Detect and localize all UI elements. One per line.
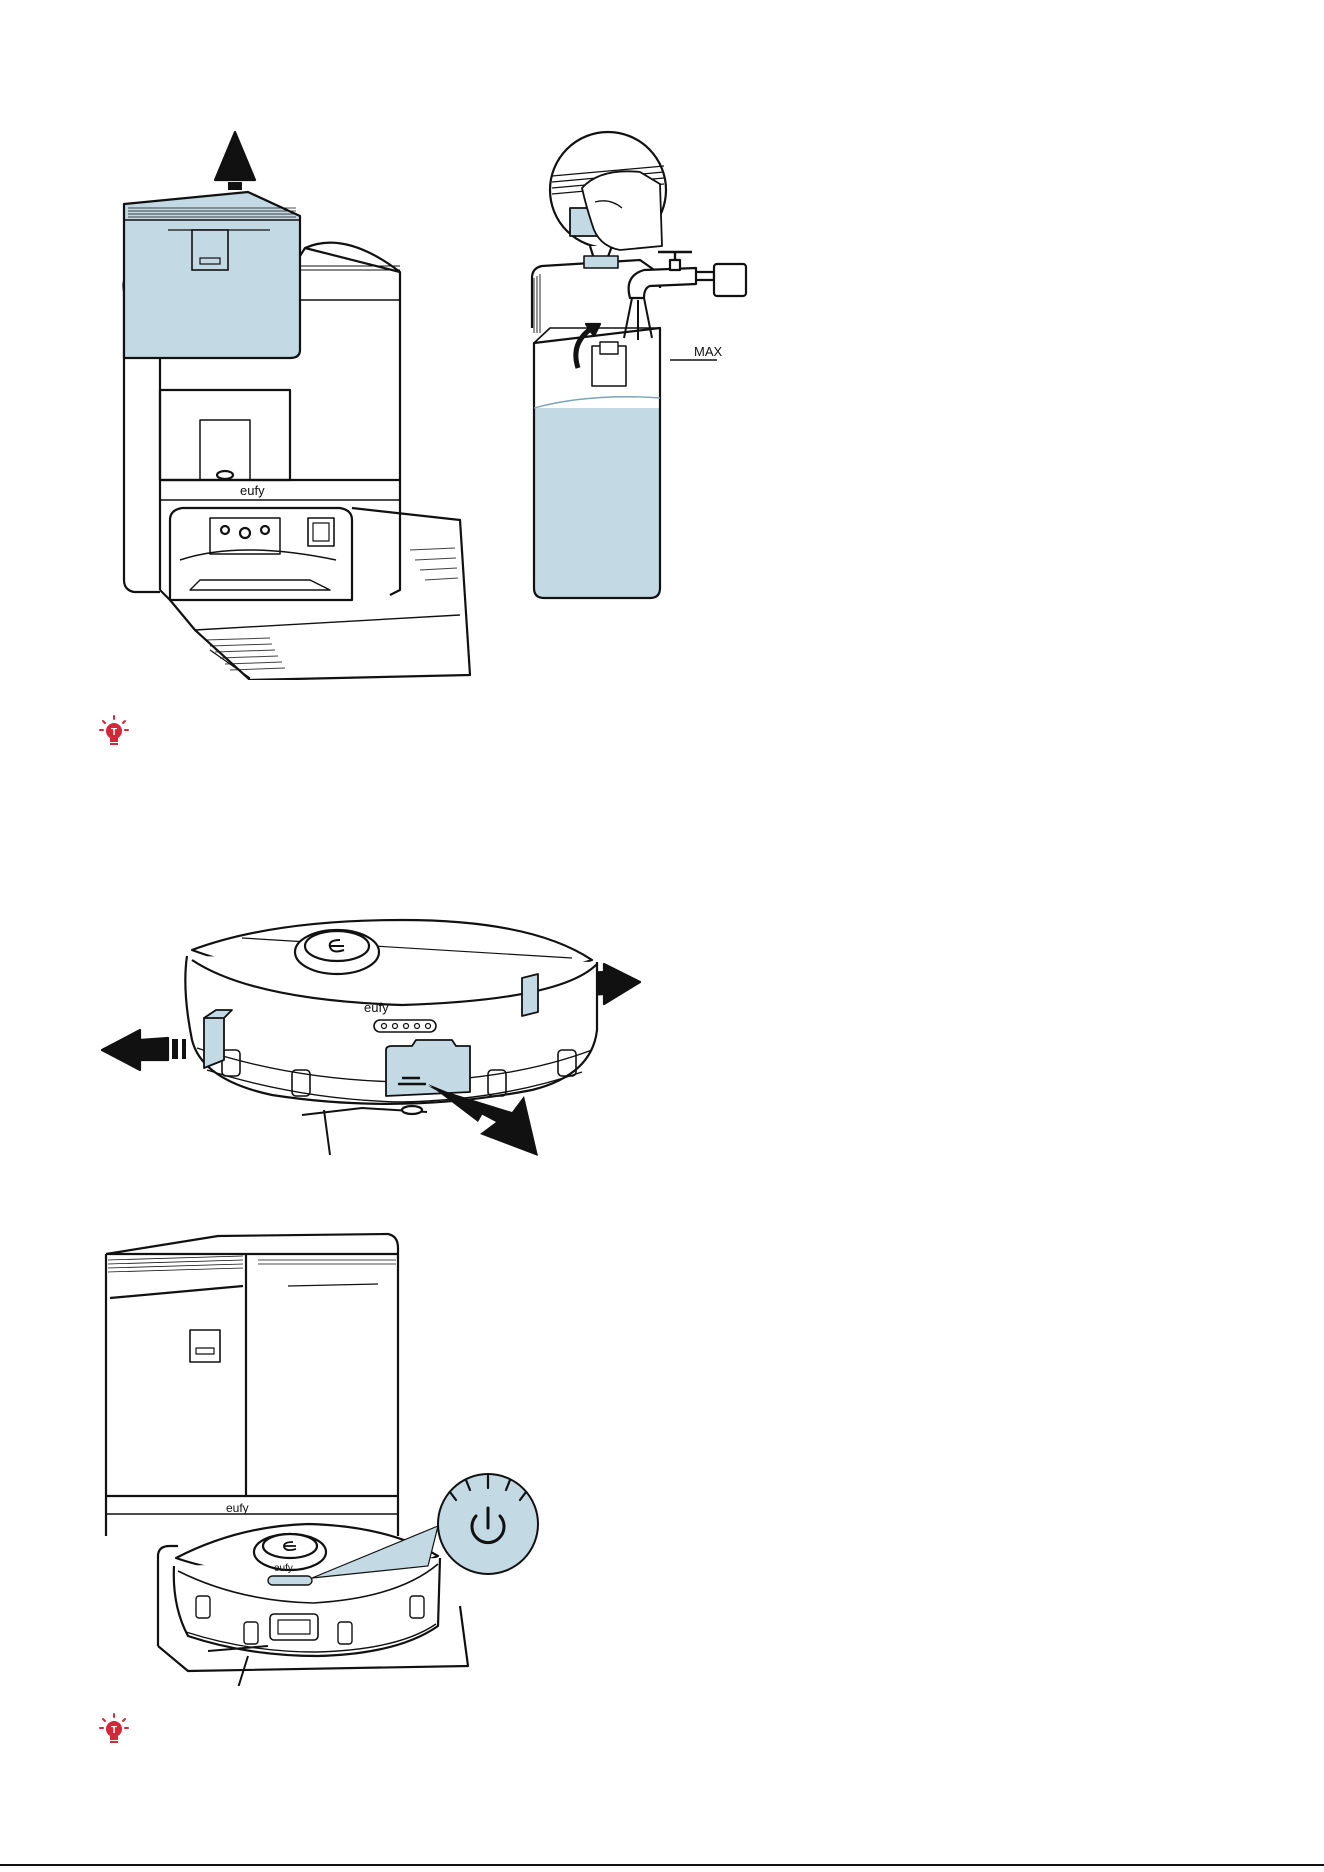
brand-logo-station: eufy [226, 1501, 249, 1515]
water-tank [124, 192, 300, 358]
lightbulb-tip-icon: T [98, 1712, 130, 1748]
brand-logo-station: eufy [240, 483, 265, 498]
lightbulb-tip-icon: T [98, 714, 130, 750]
figure-robot-remove-parts: eufy [92, 900, 652, 1180]
max-fill-label: MAX [694, 344, 723, 359]
figure-station-remove-tank: eufy [100, 120, 510, 680]
page-footer-rule [0, 1864, 1324, 1866]
dust-bin [386, 1040, 470, 1096]
left-arrow-icon [102, 1030, 186, 1070]
right-side-cover [522, 974, 538, 1016]
left-side-cover [204, 1012, 224, 1068]
brand-logo-robot: eufy [364, 1000, 389, 1015]
figure-fill-tank-to-max: MAX [520, 128, 800, 608]
brand-logo-robot: eufy [274, 1563, 293, 1574]
figure-robot-docked-power-on: eufy eufy [98, 1226, 598, 1686]
tip-letter: T [111, 1725, 117, 1736]
tip-letter: T [111, 727, 117, 738]
